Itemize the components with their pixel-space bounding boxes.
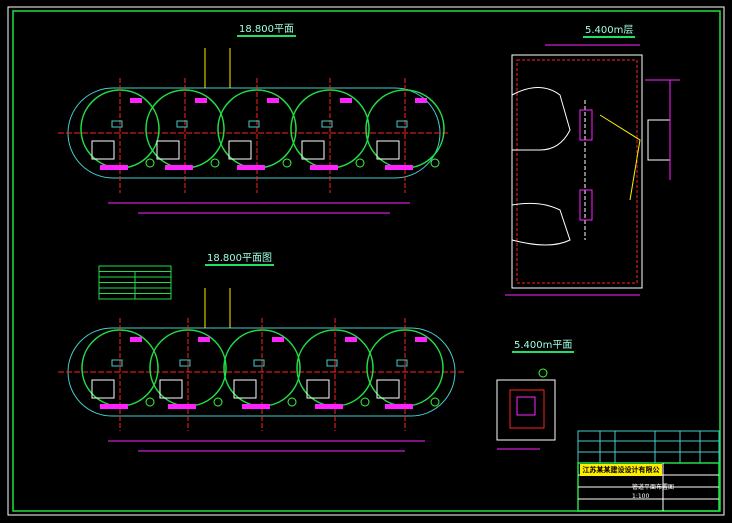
- plan-5400-detail: [496, 368, 556, 450]
- view-title-bottom-left: 18.800平面图: [205, 253, 274, 266]
- plan-5400: [505, 44, 680, 296]
- view-title-top-left: 18.800平面: [237, 24, 296, 37]
- drawing-scale: 1:100: [632, 493, 650, 500]
- legend-table: [98, 265, 172, 300]
- view-title-top-right: 5.400m层: [583, 25, 636, 38]
- view-title-detail: 5.400m平面: [512, 340, 575, 353]
- inner-frame: [12, 10, 721, 512]
- plan-18800-top: [58, 48, 450, 214]
- outer-border: [7, 6, 725, 516]
- drawing-name: 管道平面布置图: [632, 484, 675, 491]
- company-name: 江苏某某建设设计有限公司: [580, 464, 662, 486]
- plan-18800-bottom: [58, 288, 465, 452]
